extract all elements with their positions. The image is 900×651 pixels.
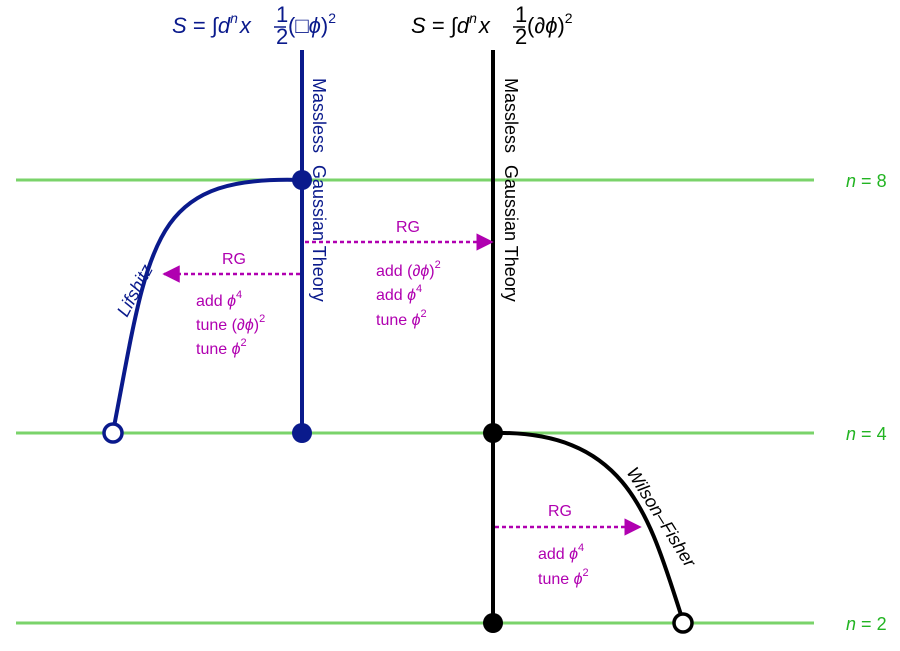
- fixed-point-left-n4: [292, 423, 312, 443]
- lifshitz-curve: [111, 177, 303, 433]
- svg-text:2: 2: [276, 24, 288, 49]
- svg-text:S = ∫dnx: S = ∫dnx: [411, 10, 491, 38]
- rg-label-wilson-fisher: RG: [548, 503, 572, 520]
- fixed-point-right-n2: [483, 613, 503, 633]
- svg-text:(∂ϕ)2: (∂ϕ)2: [527, 10, 573, 38]
- lifshitz-label: Lifshitz: [113, 261, 157, 320]
- level-label-n2: n = 2: [846, 614, 887, 634]
- lifshitz-op-2: tune (∂ϕ)2: [196, 313, 265, 334]
- wilson-fisher-curve: [492, 430, 685, 622]
- svg-text:1: 1: [276, 2, 288, 27]
- svg-text:1: 1: [515, 2, 527, 27]
- equation-right: S = ∫dnx 1 2 (∂ϕ)2: [411, 2, 573, 49]
- fixed-point-wilson-fisher: [672, 612, 694, 634]
- cross-op-3: tune ϕ2: [376, 308, 427, 329]
- lifshitz-op-1: add ϕ4: [196, 289, 242, 310]
- fixed-point-lifshitz: [102, 422, 124, 444]
- fixed-point-right-n4: [483, 423, 503, 443]
- right-vertical-label: MasslessGaussian Theory: [501, 78, 521, 302]
- svg-text:S = ∫dnx: S = ∫dnx: [172, 10, 252, 38]
- level-label-n8: n = 8: [846, 171, 887, 191]
- svg-text:2: 2: [515, 24, 527, 49]
- fixed-point-left-n8: [292, 170, 312, 190]
- rg-label-cross: RG: [396, 219, 420, 236]
- level-label-n4: n = 4: [846, 424, 887, 444]
- wf-op-1: add ϕ4: [538, 542, 584, 563]
- wf-op-2: tune ϕ2: [538, 567, 589, 588]
- lifshitz-op-3: tune ϕ2: [196, 337, 247, 358]
- cross-op-2: add ϕ4: [376, 283, 422, 304]
- rg-label-lifshitz: RG: [222, 251, 246, 268]
- svg-text:(□ϕ)2: (□ϕ)2: [288, 10, 336, 38]
- left-vertical-label: MasslessGaussian Theory: [309, 78, 329, 302]
- equation-left: S = ∫dnx 1 2 (□ϕ)2: [172, 2, 336, 49]
- cross-op-1: add (∂ϕ)2: [376, 259, 441, 280]
